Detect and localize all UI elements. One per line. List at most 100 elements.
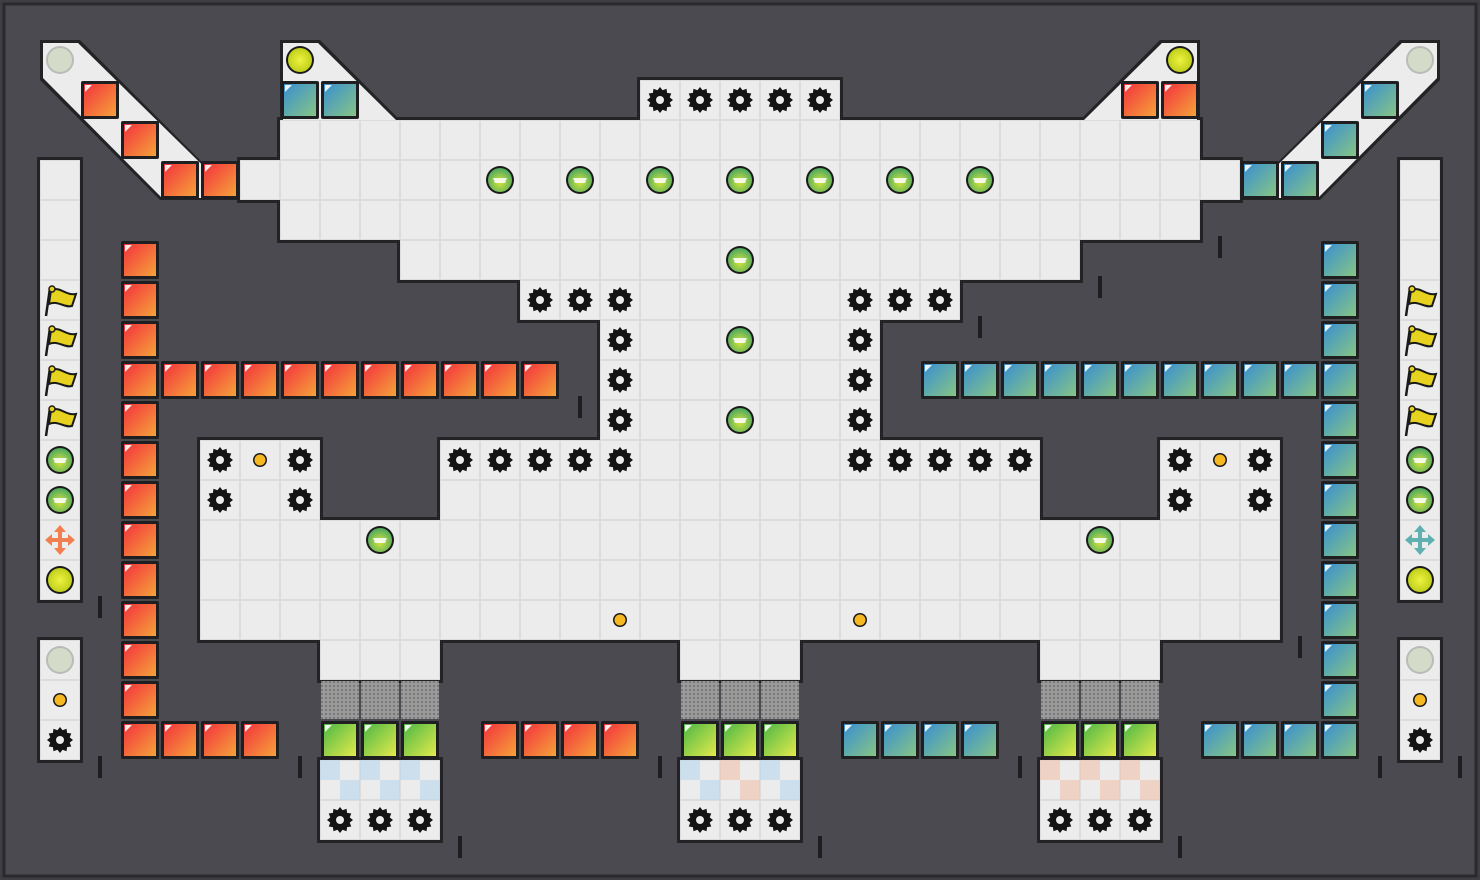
red-block[interactable] <box>481 361 519 399</box>
red-block[interactable] <box>241 721 279 759</box>
flag-icon[interactable] <box>44 285 78 317</box>
ball-icon[interactable] <box>806 166 834 194</box>
blue-block[interactable] <box>1201 361 1239 399</box>
blue-block[interactable] <box>1201 721 1239 759</box>
blue-block[interactable] <box>1321 721 1359 759</box>
blue-block[interactable] <box>921 721 959 759</box>
red-block[interactable] <box>121 601 159 639</box>
green-block[interactable] <box>361 721 399 759</box>
blue-block[interactable] <box>1321 401 1359 439</box>
coin-icon[interactable] <box>253 453 267 467</box>
red-block[interactable] <box>121 361 159 399</box>
red-block[interactable] <box>121 481 159 519</box>
red-block[interactable] <box>481 721 519 759</box>
ball-icon[interactable] <box>726 326 754 354</box>
red-block[interactable] <box>121 681 159 719</box>
blue-block[interactable] <box>1081 361 1119 399</box>
red-block[interactable] <box>361 361 399 399</box>
green-block[interactable] <box>1081 721 1119 759</box>
red-block[interactable] <box>121 521 159 559</box>
blue-block[interactable] <box>1321 321 1359 359</box>
red-block[interactable] <box>401 361 439 399</box>
ball-icon[interactable] <box>486 166 514 194</box>
blue-block[interactable] <box>961 361 999 399</box>
blue-block[interactable] <box>921 361 959 399</box>
flag-icon[interactable] <box>1404 365 1438 397</box>
blue-block[interactable] <box>1281 161 1319 199</box>
red-block[interactable] <box>321 361 359 399</box>
coin-icon[interactable] <box>613 613 627 627</box>
blue-block[interactable] <box>281 81 319 119</box>
blue-block[interactable] <box>1321 561 1359 599</box>
blue-block[interactable] <box>1321 681 1359 719</box>
yellow-ball-icon[interactable] <box>1166 46 1194 74</box>
ball-icon[interactable] <box>646 166 674 194</box>
red-block[interactable] <box>121 321 159 359</box>
red-block[interactable] <box>121 641 159 679</box>
ball-icon[interactable] <box>1406 446 1434 474</box>
flag-icon[interactable] <box>44 325 78 357</box>
green-block[interactable] <box>1121 721 1159 759</box>
yellow-ball-icon[interactable] <box>46 566 74 594</box>
red-block[interactable] <box>121 281 159 319</box>
coin-icon[interactable] <box>1213 453 1227 467</box>
blue-block[interactable] <box>841 721 879 759</box>
red-block[interactable] <box>241 361 279 399</box>
flag-icon[interactable] <box>44 405 78 437</box>
blue-block[interactable] <box>1241 721 1279 759</box>
blue-block[interactable] <box>1241 361 1279 399</box>
coin-icon[interactable] <box>53 693 67 707</box>
green-block[interactable] <box>401 721 439 759</box>
blue-block[interactable] <box>1321 241 1359 279</box>
flag-icon[interactable] <box>1404 405 1438 437</box>
red-block[interactable] <box>521 721 559 759</box>
blue-block[interactable] <box>1281 721 1319 759</box>
ball-icon[interactable] <box>726 406 754 434</box>
blue-block[interactable] <box>1321 441 1359 479</box>
blue-block[interactable] <box>1321 361 1359 399</box>
coin-icon[interactable] <box>1413 693 1427 707</box>
red-block[interactable] <box>121 441 159 479</box>
red-block[interactable] <box>81 81 119 119</box>
ball-icon[interactable] <box>46 486 74 514</box>
coin-icon[interactable] <box>853 613 867 627</box>
yellow-ball-icon[interactable] <box>1406 566 1434 594</box>
red-block[interactable] <box>121 121 159 159</box>
red-block[interactable] <box>281 361 319 399</box>
ball-icon[interactable] <box>566 166 594 194</box>
green-block[interactable] <box>681 721 719 759</box>
move-arrows-icon[interactable] <box>45 525 75 555</box>
ball-icon[interactable] <box>1406 486 1434 514</box>
red-block[interactable] <box>161 161 199 199</box>
ball-icon[interactable] <box>46 446 74 474</box>
blue-block[interactable] <box>1361 81 1399 119</box>
blue-block[interactable] <box>1121 361 1159 399</box>
blue-block[interactable] <box>1321 641 1359 679</box>
blue-block[interactable] <box>1001 361 1039 399</box>
blue-block[interactable] <box>1161 361 1199 399</box>
red-block[interactable] <box>201 361 239 399</box>
ball-icon[interactable] <box>726 246 754 274</box>
green-block[interactable] <box>721 721 759 759</box>
red-block[interactable] <box>201 721 239 759</box>
red-block[interactable] <box>161 361 199 399</box>
ball-icon[interactable] <box>726 166 754 194</box>
red-block[interactable] <box>201 161 239 199</box>
blue-block[interactable] <box>961 721 999 759</box>
red-block[interactable] <box>601 721 639 759</box>
red-block[interactable] <box>121 401 159 439</box>
yellow-ball-icon[interactable] <box>286 46 314 74</box>
flag-icon[interactable] <box>1404 325 1438 357</box>
blue-block[interactable] <box>1321 601 1359 639</box>
red-block[interactable] <box>121 241 159 279</box>
red-block[interactable] <box>1121 81 1159 119</box>
blue-block[interactable] <box>321 81 359 119</box>
ball-icon[interactable] <box>366 526 394 554</box>
green-block[interactable] <box>321 721 359 759</box>
green-block[interactable] <box>761 721 799 759</box>
red-block[interactable] <box>561 721 599 759</box>
blue-block[interactable] <box>1241 161 1279 199</box>
red-block[interactable] <box>121 721 159 759</box>
